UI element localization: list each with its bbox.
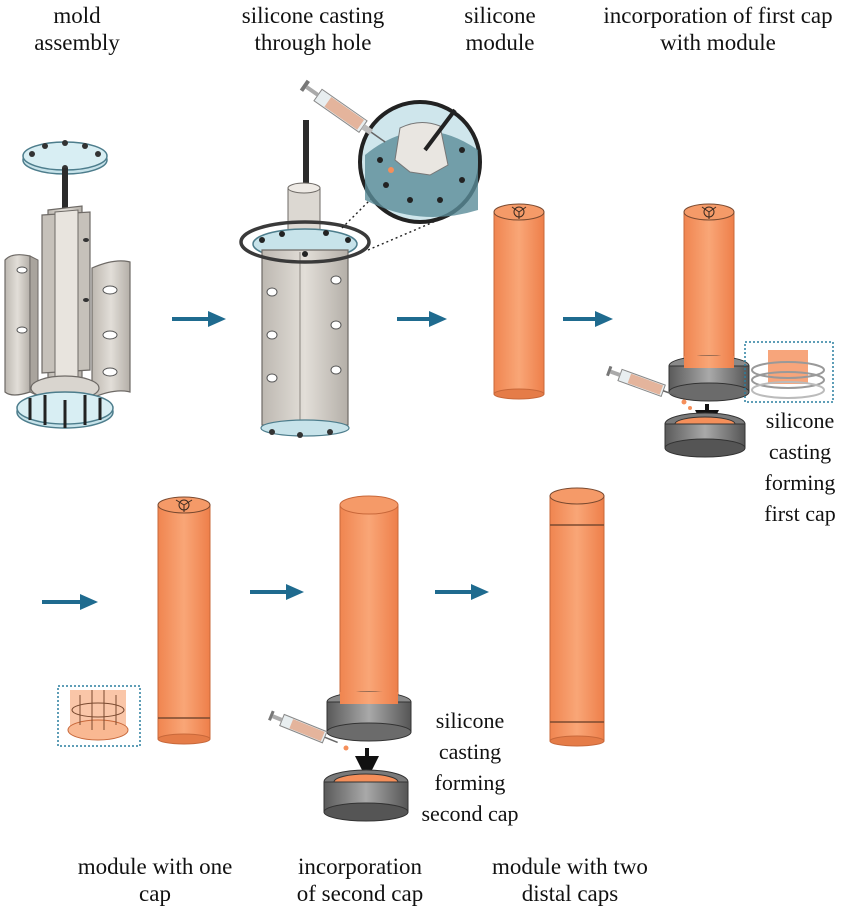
left-shell	[4, 254, 31, 396]
label-line: assembly	[34, 30, 120, 55]
label-incorporation-first-cap: incorporation of first cap with module	[580, 2, 856, 56]
mold-body	[261, 249, 349, 426]
label-line: module with one	[77, 854, 233, 879]
silicone-module	[493, 211, 545, 395]
label-line: module	[465, 30, 535, 55]
label-module-one-cap: module with one cap	[45, 853, 265, 907]
zoom-box	[744, 341, 834, 403]
arrow-right-icon	[250, 584, 304, 600]
arrow-right-icon	[435, 584, 489, 600]
center-rod	[303, 120, 309, 190]
second-cap-illustration	[268, 495, 412, 822]
arrow-right-icon	[42, 594, 98, 610]
label-line: silicone	[435, 708, 505, 733]
module-body	[339, 504, 399, 706]
label-silicone-module: silicone module	[445, 2, 555, 56]
label-line: forming	[764, 470, 836, 495]
label-line: cap	[139, 881, 171, 906]
module-body	[549, 495, 605, 742]
label-line: module with two	[492, 854, 648, 879]
label-line: incorporation of first cap	[603, 3, 833, 28]
label-line: through hole	[254, 30, 372, 55]
label-silicone-casting: silicone casting through hole	[218, 2, 408, 56]
label-line: incorporation	[298, 854, 422, 879]
label-line: casting	[768, 439, 832, 464]
label-line: silicone	[765, 408, 835, 433]
module-two-caps-illustration	[549, 487, 605, 747]
syringe-icon	[268, 710, 338, 744]
label-line: forming	[434, 770, 506, 795]
mold-assembly-illustration	[4, 140, 131, 429]
label-line: casting	[438, 739, 502, 764]
label-line: with module	[660, 30, 776, 55]
label-mold-assembly: mold assembly	[22, 2, 132, 56]
label-line: silicone casting	[241, 3, 385, 28]
label-line: distal caps	[521, 881, 619, 906]
label-incorporation-second-cap: incorporation of second cap	[270, 853, 450, 907]
silicone-module-illustration	[493, 203, 545, 400]
right-shell	[91, 260, 131, 399]
label-line: mold	[53, 3, 101, 28]
module-one-cap-illustration	[57, 496, 211, 747]
first-cap-illustration	[606, 203, 834, 458]
label-line: second cap	[421, 801, 519, 826]
assembled-mold-illustration	[239, 79, 482, 438]
label-line: silicone	[464, 3, 536, 28]
arrow-right-icon	[397, 311, 447, 327]
arrow-right-icon	[172, 311, 226, 327]
syringe-icon	[299, 79, 386, 143]
module-body	[683, 211, 735, 368]
highlight-ring	[239, 220, 371, 264]
flow-arrows	[42, 311, 613, 610]
label-line: first cap	[764, 501, 836, 526]
arrow-right-icon	[563, 311, 613, 327]
center-rod	[62, 168, 68, 213]
zoom-box	[57, 685, 141, 747]
label-first-cap-casting: silicone casting forming first cap	[745, 405, 855, 529]
label-module-two-caps: module with two distal caps	[470, 853, 670, 907]
label-line: of second cap	[296, 881, 424, 906]
module-body	[157, 504, 211, 740]
syringe-icon	[606, 365, 677, 398]
label-second-cap-casting: silicone casting forming second cap	[410, 705, 530, 829]
